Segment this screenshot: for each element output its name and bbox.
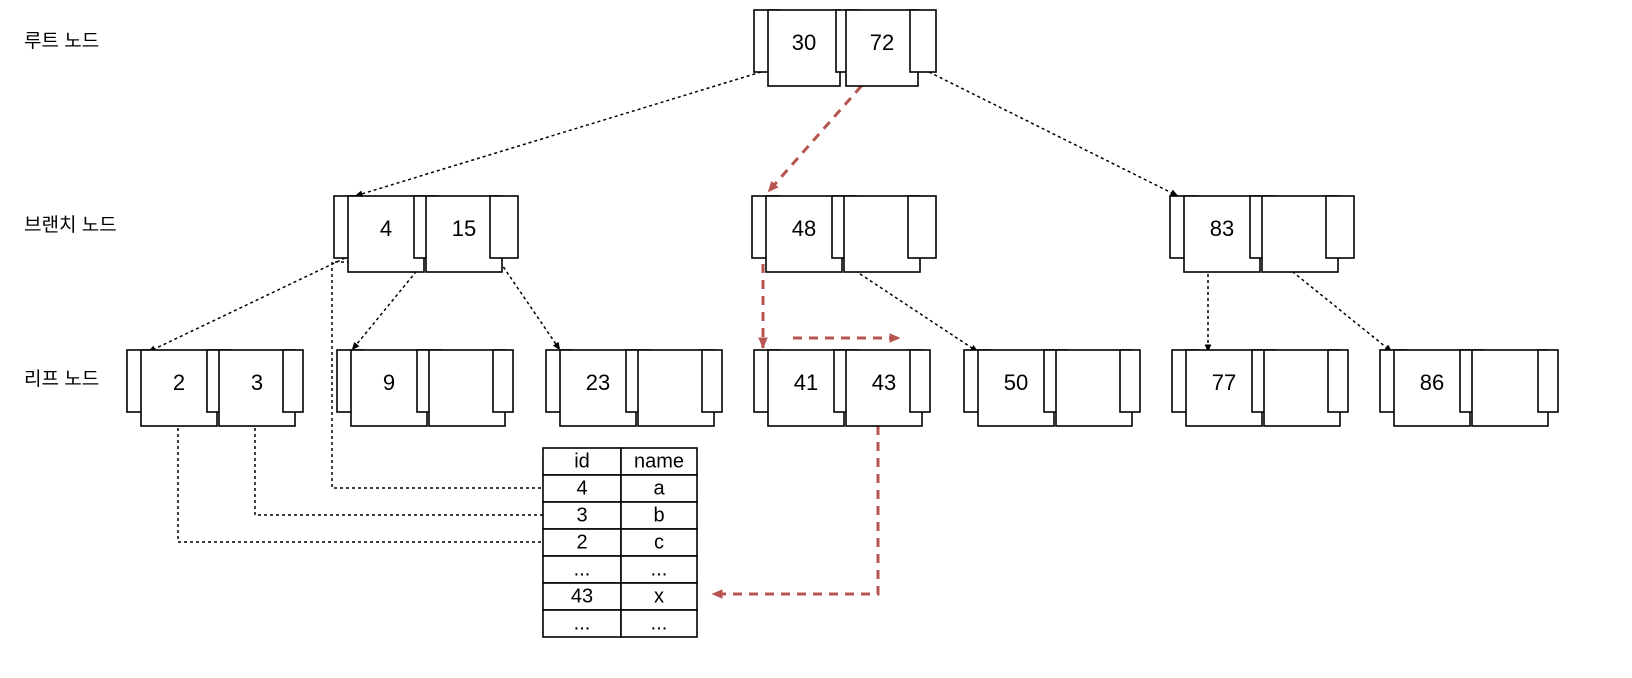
branch-node-83-pointer-2[interactable] [1325,195,1355,259]
leaf-node-77[interactable]: 77 [1171,349,1349,427]
edge-branch-48-to-leaf-50 [844,263,979,353]
root-node[interactable]: 30 72 [753,9,937,87]
root-node-key-1: 72 [870,30,894,55]
leaf-node-2-3[interactable]: 2 3 [126,349,304,427]
table-row[interactable]: 2 c [542,528,698,557]
data-table-value-name-2: c [654,531,664,553]
leaf-node-77-pointer-2[interactable] [1327,349,1349,413]
leaf-node-50-key-cell-0[interactable] [977,349,1055,427]
branch-node-83[interactable]: 83 [1169,195,1355,273]
data-table-value-name-5: ... [651,612,668,634]
data-table-cell-name-4 [620,582,698,611]
root-node-pointer-2[interactable] [909,9,937,73]
level-label-root: 루트 노드 [24,31,99,52]
data-table-cell-name-1 [620,501,698,530]
leaf-node-23-key-0: 23 [586,370,610,395]
leaf-node-50-pointer-2[interactable] [1119,349,1141,413]
data-table-cell-name-0 [620,474,698,503]
edge-branch-to-leaf-9 [351,261,425,351]
leaf-node-86[interactable]: 86 [1379,349,1559,427]
leaf-node-41-43-pointer-2[interactable] [909,349,931,413]
leaf-node-9-key-0: 9 [383,370,395,395]
leaf-node-86-key-0: 86 [1420,370,1444,395]
data-table-header-id: id [574,450,590,472]
data-table-value-id-3: ... [574,558,591,580]
data-table-value-name-4: x [654,585,664,607]
data-table-cell-name-3 [620,555,698,584]
leaf-node-86-key-cell-1[interactable] [1471,349,1549,427]
branch-node-48[interactable]: 48 [751,195,937,273]
leaf-node-50-key-0: 50 [1004,370,1028,395]
edge-leaf-key-2-to-row-2 [177,410,697,546]
data-table-value-id-5: ... [574,612,591,634]
data-table-header-cell-name [620,447,698,476]
edge-root-to-branch-83 [928,71,1179,197]
data-table-value-id-2: 2 [576,531,587,553]
edge-branch-83-to-leaf-86 [1282,263,1393,353]
table-row[interactable]: 43 x [542,582,698,611]
data-table-value-name-3: ... [651,558,668,580]
edge-root-to-branch-4-15 [354,71,762,198]
data-table-value-id-1: 3 [576,504,587,526]
leaf-node-2-3-key-1: 3 [251,370,263,395]
edge-branch-to-leaf-23 [499,261,561,351]
data-table-value-id-0: 4 [576,477,587,499]
leaf-node-9-pointer-2[interactable] [492,349,514,413]
root-node-key-0: 30 [792,30,816,55]
branch-node-48-key-cell-0[interactable] [765,195,843,273]
data-table-header-cell-id [542,447,622,476]
branch-node-4-15[interactable]: 4 15 [333,195,519,273]
leaf-node-2-3-key-cell-0[interactable] [140,349,218,427]
edge-leaf-key-43-to-row-43-highlight [711,410,880,599]
leaf-node-77-key-cell-0[interactable] [1185,349,1263,427]
leaf-node-41-43-key-cell-0[interactable] [767,349,845,427]
root-node-key-cell-0[interactable] [767,9,841,87]
leaf-node-9[interactable]: 9 [336,349,514,427]
data-table-cell-name-5 [620,609,698,638]
leaf-node-2-3-key-0: 2 [173,370,185,395]
data-table[interactable]: id name 4 a 3 b 2 c [542,447,698,638]
data-table-value-id-4: 43 [571,585,593,607]
leaf-node-41-43[interactable]: 41 43 [753,349,931,427]
level-label-branch: 브랜치 노드 [24,214,117,236]
table-row[interactable]: 3 b [542,501,698,530]
edge-root-to-branch-48-highlight [766,73,874,193]
data-table-value-name-1: b [653,504,664,526]
data-table-cell-id-2 [542,528,622,557]
branch-node-4-15-pointer-2[interactable] [489,195,519,259]
leaf-node-86-key-cell-0[interactable] [1393,349,1471,427]
branch-node-4-15-key-0: 4 [380,216,392,241]
branch-node-48-pointer-2[interactable] [907,195,937,259]
leaf-node-86-pointer-2[interactable] [1537,349,1559,413]
edge-branch-to-leaf-2-3 [147,257,346,353]
leaf-node-77-key-0: 77 [1212,370,1236,395]
leaf-node-41-43-key-1: 43 [872,370,896,395]
branch-node-83-key-0: 83 [1210,216,1234,241]
branch-node-48-key-0: 48 [792,216,816,241]
data-table-header-name: name [634,450,684,472]
table-row[interactable]: ... ... [542,609,698,638]
leaf-node-23[interactable]: 23 [545,349,723,427]
leaf-node-50[interactable]: 50 [963,349,1141,427]
data-table-cell-id-1 [542,501,622,530]
data-table-value-name-0: a [653,477,665,499]
level-labels: 루트 노드 브랜치 노드 리프 노드 [24,31,117,390]
level-label-leaf: 리프 노드 [24,368,99,390]
branch-node-4-15-key-1: 15 [452,216,476,241]
leaf-node-2-3-pointer-2[interactable] [282,349,304,413]
branch-node-83-key-cell-0[interactable] [1183,195,1261,273]
leaf-node-41-43-key-0: 41 [794,370,818,395]
table-row[interactable]: 4 a [542,474,698,503]
leaf-node-23-key-cell-0[interactable] [559,349,637,427]
connector-layer [147,71,1393,599]
table-row[interactable]: ... ... [542,555,698,584]
data-table-cell-id-5 [542,609,622,638]
leaf-node-23-pointer-2[interactable] [701,349,723,413]
